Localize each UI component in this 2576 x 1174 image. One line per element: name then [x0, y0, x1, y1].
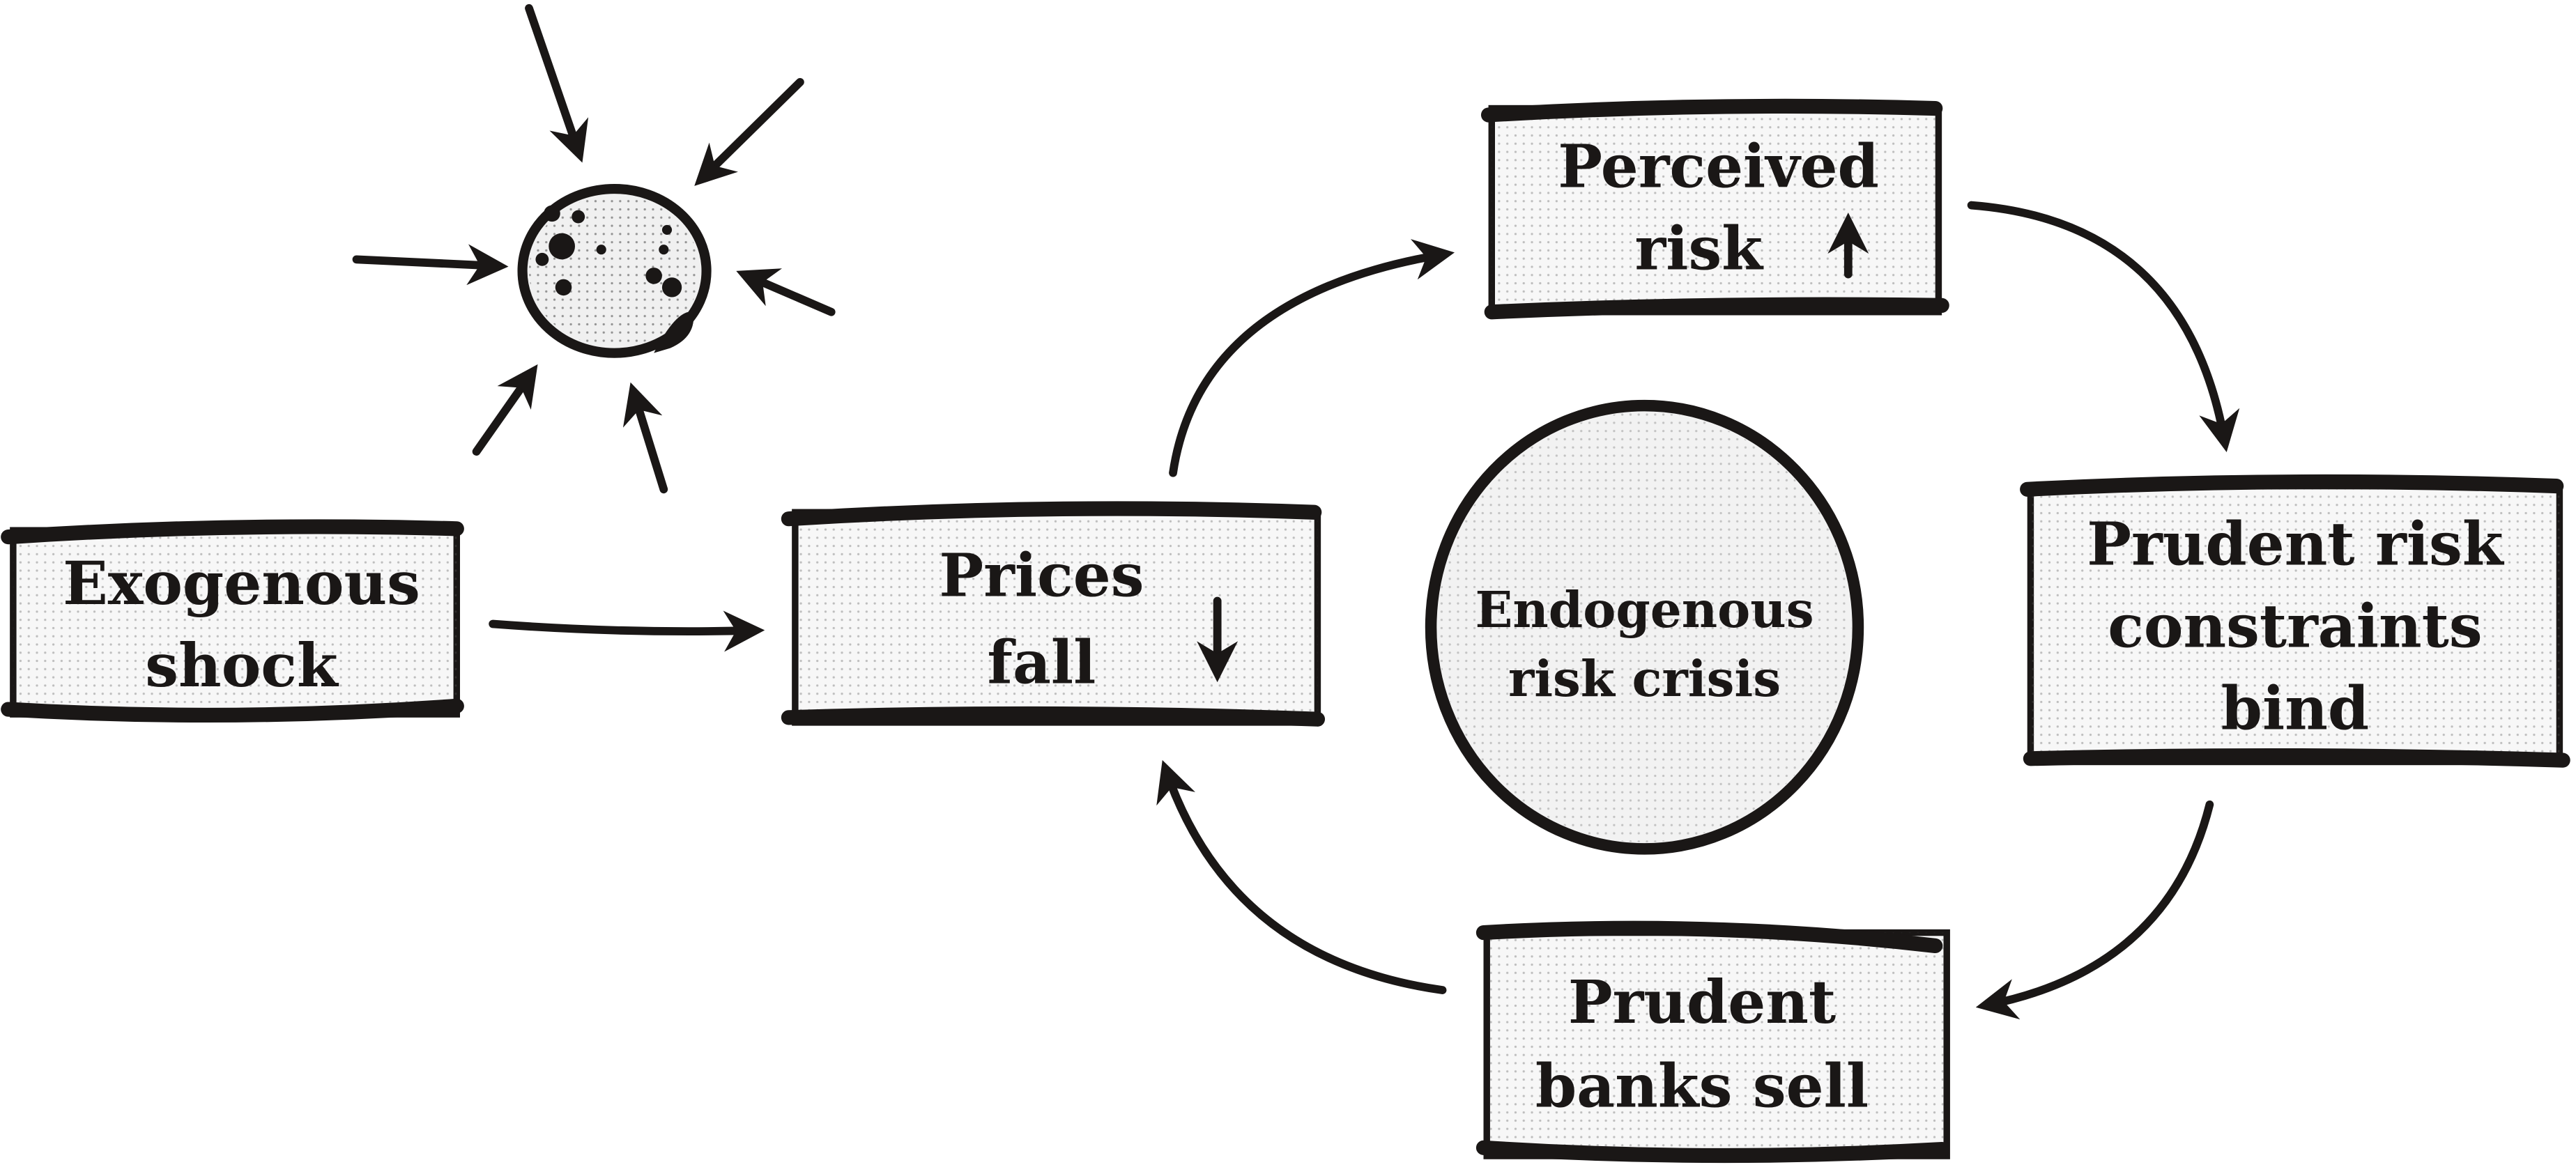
edge-perceived-to-constraints — [1967, 201, 2240, 452]
node-label: Prudent risk — [2087, 510, 2505, 580]
edge-constraints-to-banks — [1975, 800, 2214, 1020]
impact-arrow — [472, 364, 538, 456]
node-perceived-risk: Perceived risk — [1480, 98, 1949, 320]
edge-banks-to-prices — [1156, 759, 1447, 994]
node-prudent-banks-sell: Prudent banks sell — [1475, 920, 1950, 1164]
node-label: Endogenous — [1475, 581, 1814, 639]
node-label: banks sell — [1535, 1051, 1869, 1121]
node-label: Prices — [939, 541, 1144, 610]
impact-arrow — [352, 244, 509, 286]
node-label: Exogenous — [63, 549, 420, 619]
node-endogenous-risk-crisis: Endogenous risk crisis — [1425, 399, 1864, 855]
impact-arrow — [736, 268, 836, 316]
node-label: constraints — [2108, 592, 2482, 662]
impact-arrow — [622, 382, 668, 494]
edge-prices-to-perceived — [1169, 239, 1455, 477]
node-label: Prudent — [1568, 968, 1836, 1037]
node-label: fall — [987, 628, 1096, 697]
node-label: shock — [145, 631, 339, 701]
node-label: risk crisis — [1508, 650, 1781, 708]
impact-arrow — [694, 77, 804, 186]
node-prudent-risk-constraints-bind: Prudent risk constraints bind — [2020, 474, 2570, 768]
node-label: risk — [1635, 214, 1765, 284]
node-label: bind — [2221, 674, 2370, 743]
impact-arrow — [525, 3, 589, 163]
node-label: Perceived — [1558, 132, 1879, 202]
meteor-impact-icon — [352, 3, 836, 494]
node-prices-fall: Prices fall — [781, 501, 1326, 727]
node-exogenous-shock: Exogenous shock — [1, 519, 464, 723]
edge-exogenous-to-prices — [489, 610, 765, 652]
